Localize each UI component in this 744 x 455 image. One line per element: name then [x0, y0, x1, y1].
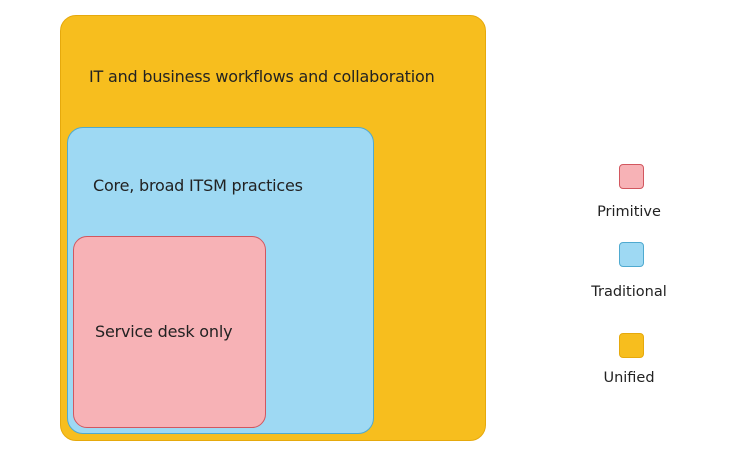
unified-box-label: IT and business workflows and collaborat… [89, 67, 435, 86]
primitive-box: Service desk only [73, 236, 266, 428]
primitive-box-label: Service desk only [95, 322, 233, 341]
traditional-box-label: Core, broad ITSM practices [93, 176, 303, 195]
legend-swatch-traditional [619, 242, 644, 267]
legend-label-primitive: Primitive [597, 204, 661, 220]
legend-swatch-unified [619, 333, 644, 358]
legend-label-traditional: Traditional [591, 284, 667, 300]
legend-swatch-primitive [619, 164, 644, 189]
legend-label-unified: Unified [603, 370, 655, 386]
